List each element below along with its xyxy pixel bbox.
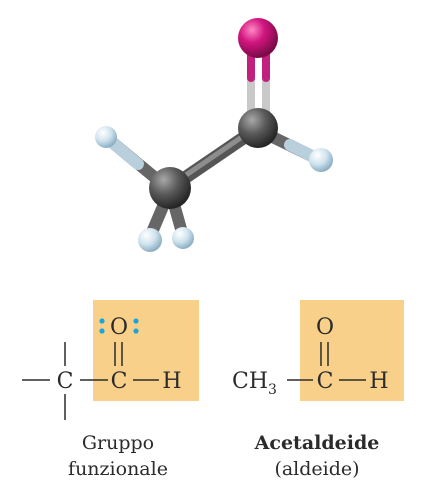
lone-pair-dot [133, 318, 139, 324]
acetaldehyde-oxygen-label: O [316, 315, 334, 340]
carbon-atom-carbonyl [238, 108, 278, 148]
lone-pair-dot [99, 328, 105, 334]
hydrogen-atom-methyl-front [138, 228, 162, 252]
carbon-left-label: C [57, 369, 74, 394]
methyl-group-label: CH3 [232, 369, 277, 398]
oxygen-label: O [110, 315, 128, 340]
carbon-right-label: C [111, 369, 128, 394]
functional-group-caption: Gruppo funzionale [38, 430, 198, 482]
model-atoms [95, 18, 333, 252]
acetaldehyde-hydrogen-label: H [369, 369, 388, 394]
hydrogen-atom-aldehyde [309, 148, 333, 172]
caption-line-1: Gruppo [81, 432, 155, 454]
acetaldehyde-caption: Acetaldeide (aldeide) [232, 430, 402, 482]
carbon-atom-methyl [149, 167, 191, 209]
lone-pair-dot [99, 318, 105, 324]
acetaldehyde-carbon-label: C [317, 369, 334, 394]
oxygen-atom [238, 18, 278, 58]
caption-line-2: funzionale [68, 458, 168, 480]
functional-group-highlight-right [300, 300, 404, 401]
functional-group-highlight-left [93, 300, 199, 401]
acetaldehyde-structure: O CH3 C H [232, 315, 389, 398]
hydrogen-atom-methyl-left [95, 126, 117, 148]
hydrogen-atom-methyl-back [172, 227, 194, 249]
functional-group-structure: O C C H [22, 315, 182, 420]
model-bonds [101, 36, 326, 243]
hydrogen-label: H [162, 369, 181, 394]
compound-name: Acetaldeide [254, 432, 380, 454]
lone-pair-dot [133, 328, 139, 334]
compound-class: (aldeide) [274, 458, 360, 480]
